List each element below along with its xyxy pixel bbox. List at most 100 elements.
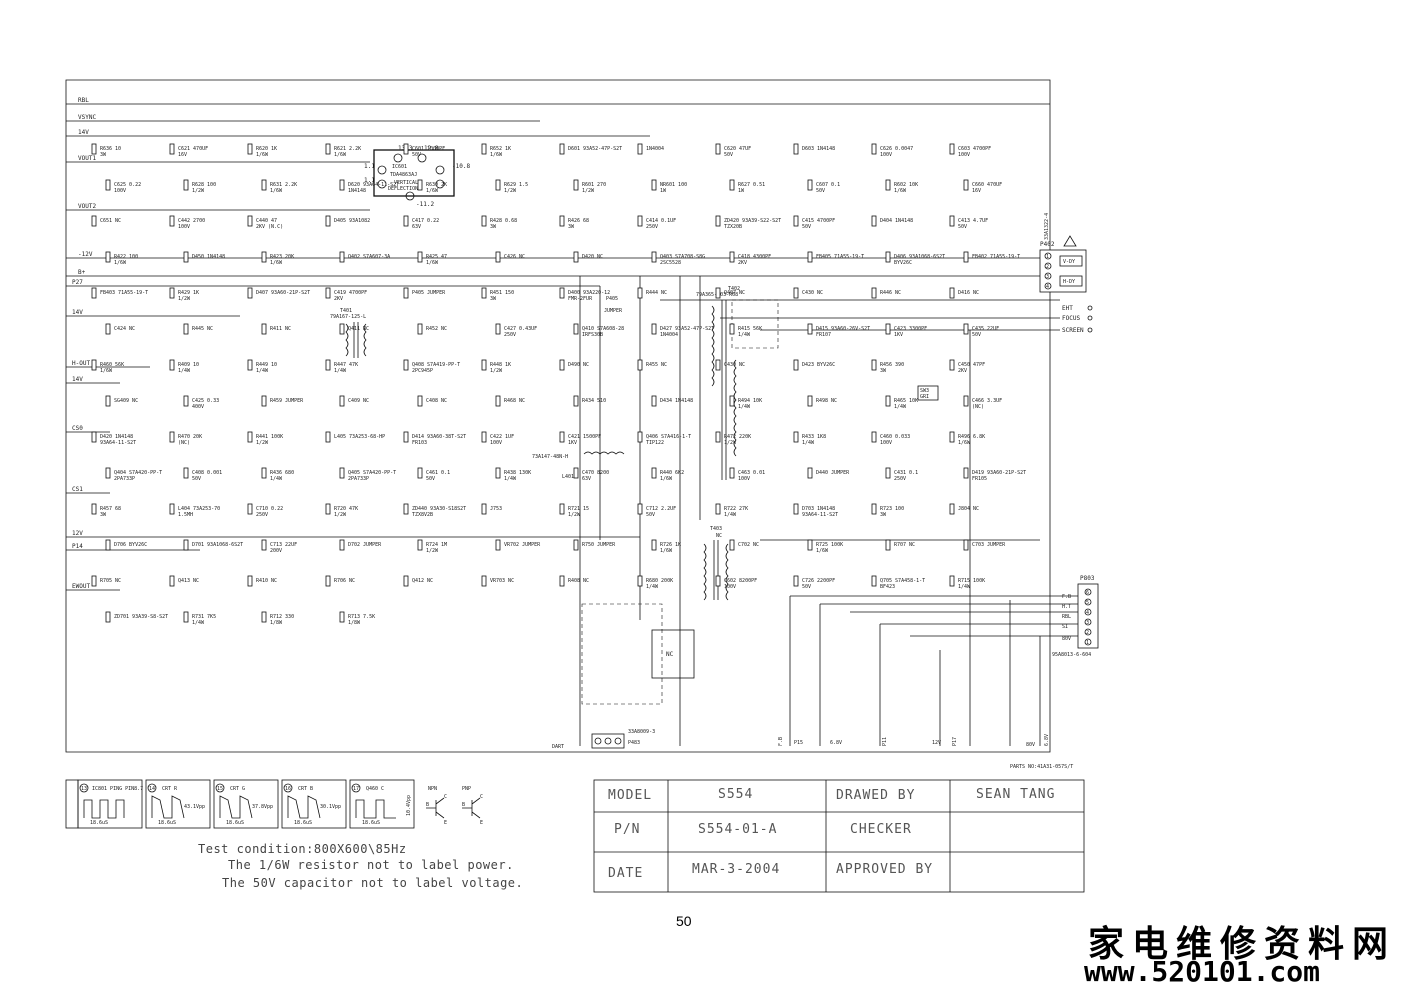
component-symbol: [105, 467, 111, 479]
component-symbol: [871, 215, 877, 227]
component-symbol: [261, 467, 267, 479]
component-symbol: [325, 215, 331, 227]
component-symbol: [885, 395, 891, 407]
component-symbol: [793, 575, 799, 587]
component-label: Q412 NC: [412, 578, 433, 584]
component-symbol: [481, 215, 487, 227]
component-symbol: [169, 215, 175, 227]
component-symbol: [651, 323, 657, 335]
component-symbol: [325, 431, 331, 443]
svg-text:P11: P11: [882, 737, 888, 746]
component-symbol: [403, 431, 409, 443]
model-value: S554: [718, 787, 754, 802]
note-capacitor: The 50V capacitor not to label voltage.: [222, 876, 524, 890]
waveform-panel-14: 14 CRT R 18.6uS 43.1Vpp: [145, 779, 211, 829]
component-symbol: [495, 251, 501, 263]
svg-text:C: C: [444, 794, 447, 800]
component-label: 1N4004: [646, 146, 664, 152]
component-label: D450 1N4148: [192, 254, 225, 260]
svg-text:E: E: [480, 820, 483, 826]
component-symbol: [793, 215, 799, 227]
component-symbol: [247, 287, 253, 299]
component-label: R446 NC: [880, 290, 901, 296]
component-symbol: [871, 503, 877, 515]
component-label: P405 JUMPER: [412, 290, 446, 296]
svg-text:T403: T403: [710, 526, 722, 532]
model-label: MODEL: [608, 788, 653, 803]
component-label: R408 NC: [568, 578, 589, 584]
component-symbol: [417, 179, 423, 191]
component-symbol: [963, 539, 969, 551]
net-label: H-OUT: [72, 360, 90, 367]
component-symbol: [261, 611, 267, 623]
component-symbol: [247, 143, 253, 155]
component-symbol: [559, 575, 565, 587]
schematic-frame: [65, 79, 1051, 753]
svg-text:P483: P483: [628, 740, 640, 746]
net-label: P14: [72, 543, 83, 550]
component-label: C409 NC: [348, 398, 369, 404]
component-symbol: [793, 431, 799, 443]
svg-text:SI: SI: [1062, 624, 1068, 630]
net-label: CS0: [72, 425, 83, 432]
component-label: R468 NC: [504, 398, 525, 404]
component-symbol: [339, 467, 345, 479]
net-label: B+: [78, 269, 86, 276]
component-symbol: [885, 251, 891, 263]
component-symbol: [481, 287, 487, 299]
component-symbol: [481, 575, 487, 587]
component-label: C430 NC: [802, 290, 823, 296]
svg-text:15: 15: [217, 786, 223, 792]
net-label: VOUT1: [78, 155, 96, 162]
component-symbol: [871, 575, 877, 587]
component-symbol: [963, 179, 969, 191]
component-label: C426 NC: [504, 254, 525, 260]
inductor-l401: L401 73A147-48N-H: [532, 451, 625, 480]
svg-text:NC: NC: [716, 533, 722, 539]
svg-text:DART: DART: [552, 744, 564, 750]
svg-text:VERTICAL: VERTICAL: [394, 180, 418, 186]
svg-text:1: 1: [1086, 640, 1089, 646]
transformer-t403: T403 NC: [703, 526, 729, 601]
component-symbol: [573, 467, 579, 479]
component-label: D440 JUMPER: [816, 470, 850, 476]
component-symbol: [183, 467, 189, 479]
component-symbol: [247, 431, 253, 443]
component-symbol: [885, 323, 891, 335]
component-symbol: [715, 503, 721, 515]
component-symbol: [339, 539, 345, 551]
component-symbol: [559, 143, 565, 155]
net-label: 12V: [72, 530, 83, 537]
svg-text:DEFLECTION: DEFLECTION: [388, 186, 418, 192]
net-label: P27: [72, 279, 83, 286]
svg-text:H-DY: H-DY: [1063, 279, 1075, 285]
component-symbol: [325, 575, 331, 587]
component-symbol: [91, 431, 97, 443]
transistor-legend: NPN PNP B C E B C E: [426, 786, 483, 826]
svg-text:43.1Vpp: 43.1Vpp: [184, 804, 205, 810]
component-symbol: [573, 539, 579, 551]
jumper-p405: P405 JUMPER: [604, 296, 623, 314]
svg-text:T401: T401: [340, 308, 352, 314]
component-label: J804 NC: [958, 506, 979, 512]
waveform-panel-16: 16 CRT B 18.6uS 30.1Vpp: [281, 779, 347, 829]
